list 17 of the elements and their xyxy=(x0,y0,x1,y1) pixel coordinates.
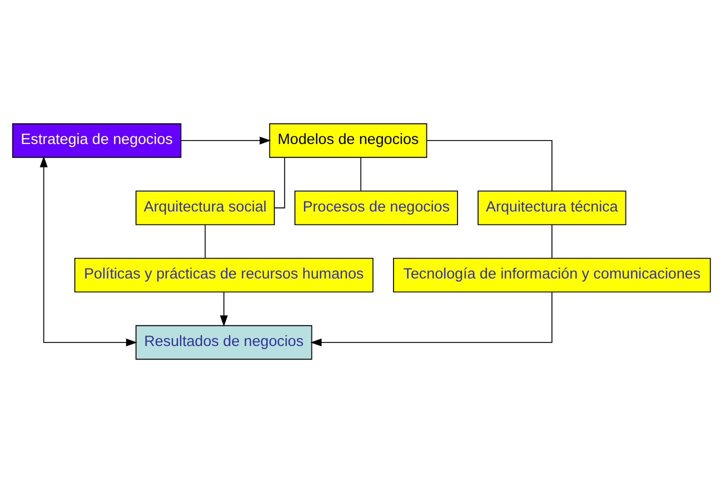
node-box: Procesos de negocios xyxy=(294,190,458,226)
arrow xyxy=(220,292,228,327)
node-box: Modelos de negocios xyxy=(269,123,428,158)
arrow xyxy=(310,292,552,346)
arrow xyxy=(180,136,271,144)
arrow xyxy=(40,156,138,346)
node-box: Arquitectura técnica xyxy=(478,190,626,226)
connector xyxy=(274,157,286,208)
node-box: Resultados de negocios xyxy=(136,325,312,360)
connector xyxy=(426,140,552,192)
node-box: Arquitectura social xyxy=(136,190,275,226)
connector xyxy=(204,224,206,258)
node-box: Tecnología de información y comunicaciones xyxy=(393,258,711,292)
connector xyxy=(551,224,552,258)
node-box: Políticas y prácticas de recursos humanos xyxy=(74,258,374,292)
node-box: Estrategia de negocios xyxy=(12,123,182,158)
connector xyxy=(360,157,362,192)
